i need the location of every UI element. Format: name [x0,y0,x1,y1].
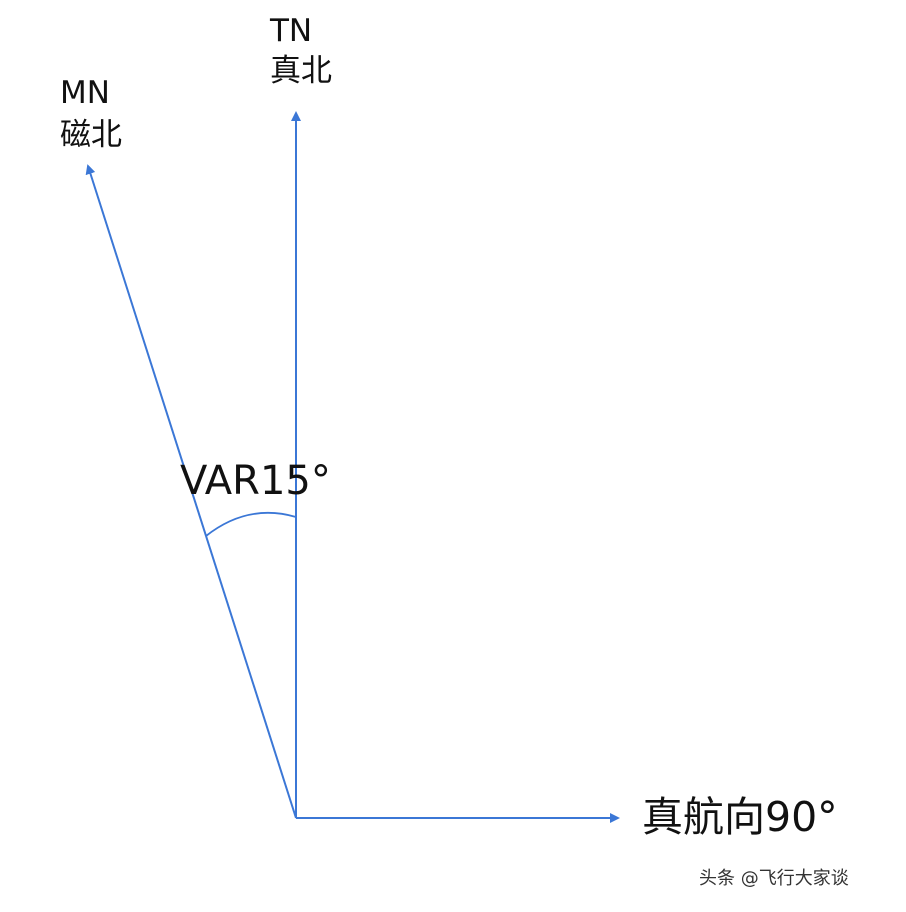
variation-angle-arc [205,511,297,537]
variation-label: VAR15° [180,458,331,504]
magnetic-north-arrow [85,164,297,819]
magnetic-north-label: 磁北 [60,117,122,153]
true-heading-label: 真航向90° [642,793,838,841]
watermark: 头条 @飞行大家谈 [699,868,849,889]
true-north-label: 真北 [270,53,332,89]
true-north-abbr-label: TN [270,13,313,49]
magnetic-north-abbr-label: MN [60,75,110,111]
